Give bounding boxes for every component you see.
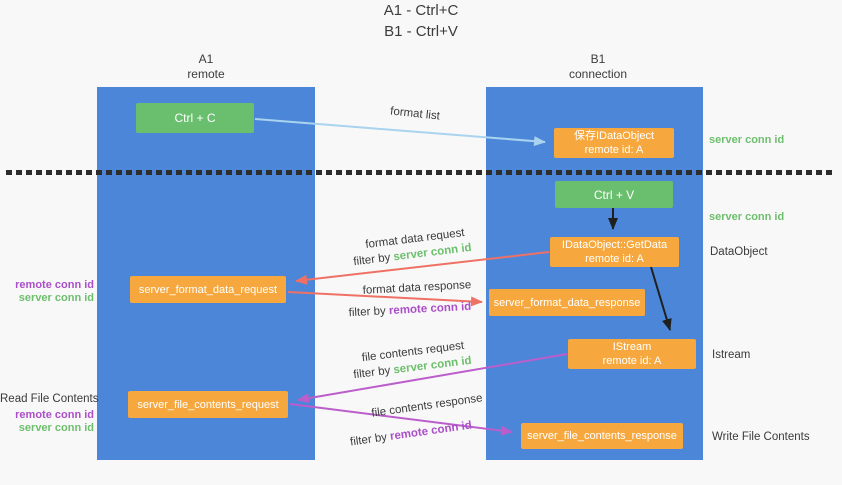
label-filter-remote-conn-1: filter by remote conn id: [330, 300, 490, 320]
node-idataobject-getdata: IDataObject::GetData remote id: A: [550, 237, 679, 267]
title-line-1: A1 - Ctrl+C: [383, 2, 459, 19]
column-a1-role: remote: [187, 67, 225, 81]
annotation-read-file-contents: Read File Contents: [0, 393, 99, 405]
column-header-a1: A1 remote: [146, 52, 266, 82]
phase-separator-line: [6, 170, 836, 175]
annotation-server-conn-id-mid: server conn id: [709, 211, 785, 223]
annotation-istream: Istream: [712, 349, 751, 361]
label-format-data-response: format data response: [362, 279, 472, 297]
node-ctrl-c-label: Ctrl + C: [174, 111, 216, 125]
column-b1-role: connection: [568, 67, 628, 81]
node-server-file-contents-response: server_file_contents_response: [521, 423, 683, 449]
node-file-request-label: server_file_contents_request: [137, 398, 279, 411]
remote-conn-id-text: remote conn id: [389, 419, 473, 443]
node-format-response-label: server_format_data_response: [493, 296, 641, 309]
node-istream-line2: remote id: A: [602, 355, 662, 367]
node-istream: IStream remote id: A: [568, 339, 696, 369]
column-b1-name: B1: [590, 52, 606, 66]
filter-by-text: filter by: [352, 364, 395, 382]
label-format-list: format list: [389, 105, 441, 123]
filter-by-text: filter by: [349, 430, 391, 449]
node-file-response-label: server_file_contents_response: [527, 430, 677, 442]
node-ctrl-v-label: Ctrl + V: [593, 187, 635, 202]
annotation-remote-conn-id-1: remote conn id: [15, 279, 94, 291]
column-header-b1: B1 connection: [538, 52, 658, 82]
node-save-dataobject-line1: 保存IDataObject: [573, 130, 655, 142]
annotation-server-conn-id-top: server conn id: [709, 134, 785, 146]
node-server-file-contents-request: server_file_contents_request: [128, 391, 288, 418]
node-format-request-label: server_format_data_request: [138, 283, 278, 296]
annotation-remote-conn-id-2: remote conn id: [15, 409, 94, 421]
node-getdata-line2: remote id: A: [585, 253, 644, 265]
node-server-format-data-response: server_format_data_response: [489, 289, 645, 316]
node-getdata-line1: IDataObject::GetData: [561, 239, 668, 251]
annotation-server-conn-id-1: server conn id: [18, 292, 94, 304]
title-line-2: B1 - Ctrl+V: [384, 23, 458, 40]
node-save-dataobject: 保存IDataObject remote id: A: [554, 128, 674, 158]
node-server-format-data-request: server_format_data_request: [130, 276, 286, 303]
node-ctrl-c: Ctrl + C: [136, 103, 254, 133]
remote-conn-id-text: remote conn id: [388, 300, 472, 318]
node-save-dataobject-line2: remote id: A: [584, 144, 644, 156]
annotation-write-file-contents: Write File Contents: [712, 431, 810, 443]
filter-by-text: filter by: [352, 251, 395, 269]
column-a1-name: A1: [198, 52, 214, 66]
annotation-dataobject: DataObject: [710, 246, 768, 258]
node-ctrl-v: Ctrl + V: [555, 181, 673, 208]
annotation-server-conn-id-2: server conn id: [18, 422, 94, 434]
diagram-title: A1 - Ctrl+C B1 - Ctrl+V: [0, 0, 842, 42]
node-istream-line1: IStream: [612, 341, 652, 353]
filter-by-text: filter by: [348, 305, 390, 320]
